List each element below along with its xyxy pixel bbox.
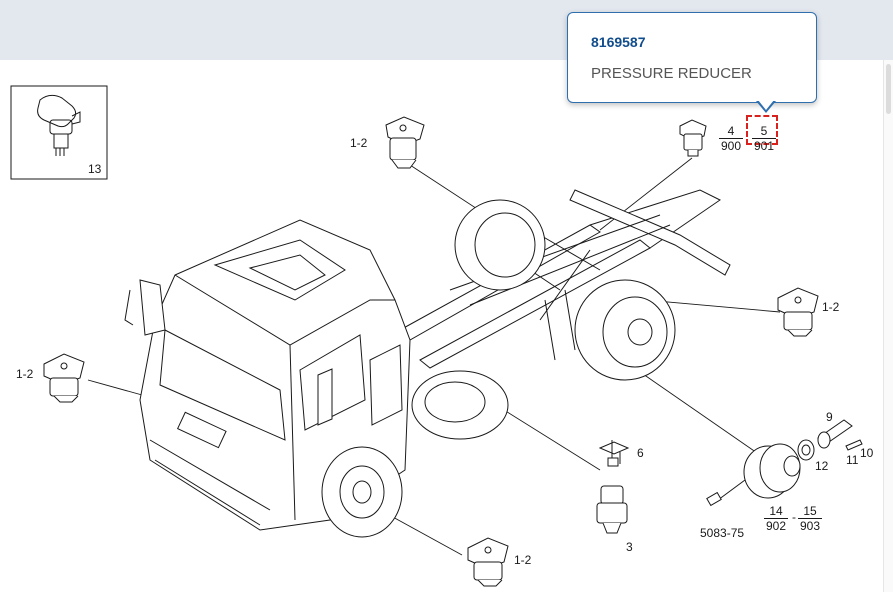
- inset-valve-icon[interactable]: [37, 94, 81, 156]
- screw-item-11-icon[interactable]: [845, 439, 863, 451]
- sensor-item-3-icon[interactable]: [596, 485, 628, 534]
- brake-chamber-icon[interactable]: [706, 443, 801, 507]
- tooltip-pointer-fill: [758, 100, 774, 110]
- callout-top-left-valve[interactable]: 1-2: [350, 136, 368, 150]
- callout-left-valve[interactable]: 1-2: [16, 367, 34, 381]
- callout-10[interactable]: 10: [860, 446, 874, 460]
- rear-wheel-back: [454, 199, 546, 291]
- valve-left-icon[interactable]: [43, 353, 85, 403]
- scrollbar-thumb[interactable]: [886, 64, 891, 114]
- valve-right-icon[interactable]: [777, 287, 819, 337]
- chassis-frame: [399, 189, 731, 369]
- scrollbar[interactable]: [883, 60, 893, 592]
- rear-wheel-front: [574, 279, 676, 381]
- callout-right-valve[interactable]: 1-2: [822, 300, 840, 314]
- valve-bottom-icon[interactable]: [467, 537, 509, 587]
- callout-12[interactable]: 12: [815, 459, 829, 473]
- tank: [411, 370, 509, 440]
- callout-14-902[interactable]: 14 902: [764, 504, 789, 533]
- fraction-den: 901: [754, 139, 775, 153]
- fraction-den: 903: [800, 519, 821, 533]
- callout-13[interactable]: 13: [88, 162, 102, 176]
- actuator-item-9-icon[interactable]: [817, 419, 853, 449]
- callout-5-901[interactable]: 5 901: [752, 124, 777, 153]
- valve-top-left-icon[interactable]: [385, 116, 425, 169]
- connector-item-6-icon[interactable]: [598, 440, 630, 467]
- callout-11[interactable]: 11: [846, 453, 859, 467]
- inset-box[interactable]: [10, 85, 108, 180]
- pressure-reducer-icon[interactable]: [679, 119, 707, 157]
- fraction-num: 5: [752, 124, 777, 139]
- front-wheel: [321, 446, 403, 538]
- tooltip-description: PRESSURE REDUCER: [591, 65, 752, 82]
- callout-4-900[interactable]: 4 900: [719, 124, 744, 153]
- part-tooltip: 8169587 PRESSURE REDUCER: [567, 12, 817, 103]
- callout-3[interactable]: 3: [626, 540, 633, 554]
- tooltip-part-number[interactable]: 8169587: [591, 34, 646, 50]
- fraction-separator: -: [792, 510, 796, 524]
- selected-item-highlight[interactable]: [746, 115, 778, 145]
- fraction-num: 4: [719, 124, 744, 139]
- fraction-num: 14: [764, 504, 789, 519]
- callout-bottom-valve[interactable]: 1-2: [514, 553, 532, 567]
- callout-15-903[interactable]: 15 903: [798, 504, 823, 533]
- callout-6[interactable]: 6: [637, 446, 644, 460]
- fraction-den: 900: [721, 139, 742, 153]
- fraction-num: 15: [798, 504, 823, 519]
- fraction-den: 902: [766, 519, 787, 533]
- callout-9[interactable]: 9: [826, 410, 833, 424]
- gasket-item-12-icon[interactable]: [797, 439, 815, 461]
- callout-5083-75[interactable]: 5083-75: [700, 526, 745, 540]
